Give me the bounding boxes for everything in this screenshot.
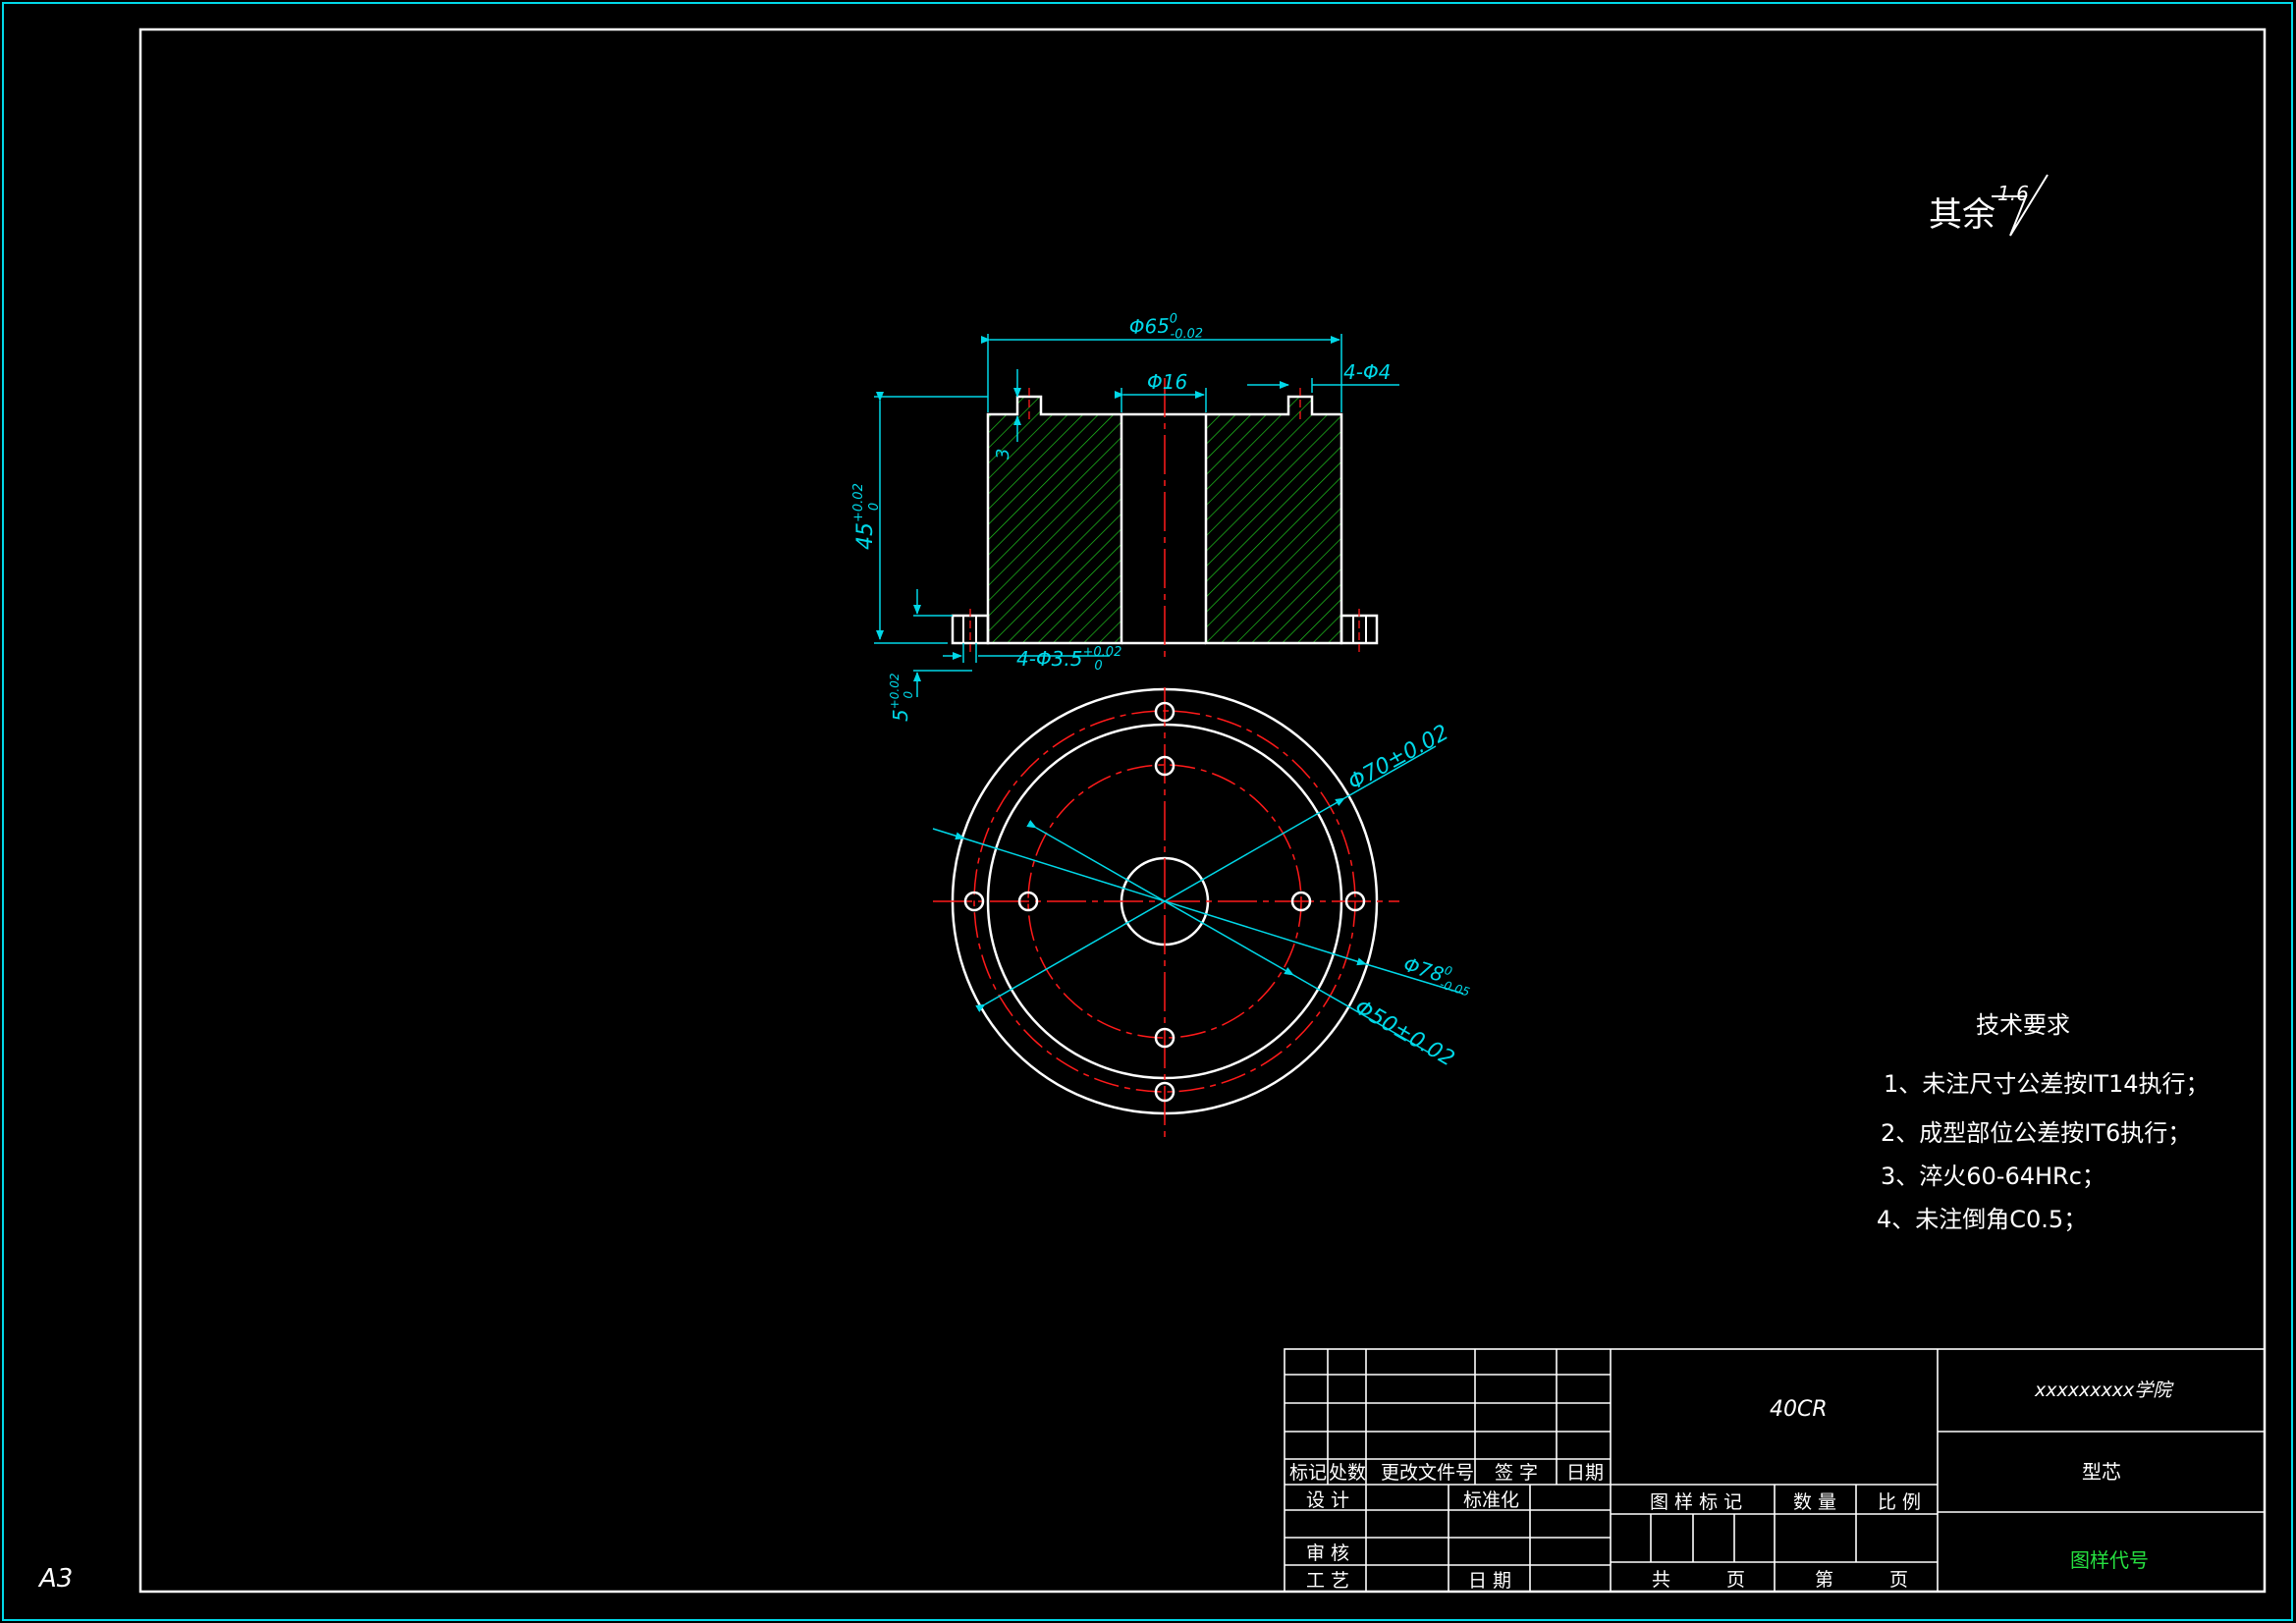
plan-view (933, 687, 1399, 1139)
sheet-size-label: A3 (37, 1564, 73, 1594)
hole-outer-bottom (1154, 1081, 1175, 1103)
hole-outer-top (1154, 701, 1175, 723)
section-view (951, 378, 1379, 663)
dim-slot-depth: 3 (993, 449, 1013, 460)
label-standard: 标准化 (1463, 1489, 1519, 1511)
rev-header-doc: 更改文件号 (1381, 1462, 1474, 1484)
tech-req-item-2: 2、成型部位公差按IT6执行； (1881, 1119, 2191, 1147)
hatched-body-right (1204, 395, 1343, 645)
surface-finish-value: 1.6 (1997, 182, 2029, 205)
technical-requirements: 技术要求 1、未注尺寸公差按IT14执行； 2、成型部位公差按IT6执行； 3、… (1877, 1011, 2210, 1233)
label-total-sheets: 共 页 (1652, 1569, 1745, 1591)
label-sheet-no: 第 页 (1815, 1569, 1908, 1591)
part-name: 型芯 (2082, 1460, 2121, 1484)
drawing-frame (138, 27, 2267, 1594)
revision-header-row: 标记 处数 更改文件号 签 字 日期 (1289, 1462, 1604, 1484)
hole-inner-bottom (1154, 1027, 1175, 1049)
roughness-symbol-icon (1992, 174, 2049, 237)
drawing-code: 图样代号 (2070, 1548, 2149, 1572)
rev-header-date: 日期 (1566, 1462, 1604, 1484)
plan-dimensions (932, 745, 1464, 1054)
title-block: 标记 处数 更改文件号 签 字 日期 设 计 标准化 审 核 工 艺 日 期 4… (1284, 1348, 2266, 1593)
dim-d50: Φ50±0.02 (1350, 996, 1458, 1072)
dim-d65: Φ650-0.02 (1128, 310, 1203, 344)
dim-d78: Φ780-0.05 (1399, 951, 1475, 1000)
label-review: 审 核 (1306, 1542, 1349, 1564)
label-sample-mark: 图 样 标 记 (1650, 1491, 1742, 1513)
dim-bore: Φ16 (1147, 370, 1187, 394)
section-dimensions (874, 334, 1399, 697)
rev-header-sign: 签 字 (1495, 1462, 1538, 1484)
rev-header-mark: 标记 (1289, 1462, 1327, 1484)
label-quantity: 数 量 (1793, 1491, 1836, 1513)
dim-line-d50 (1026, 820, 1294, 976)
dim-height: 45+0.020 (851, 483, 882, 550)
label-date: 日 期 (1468, 1570, 1511, 1592)
rev-header-count: 处数 (1329, 1462, 1366, 1484)
school-name: xxxxxxxxx学院 (2034, 1380, 2174, 1401)
label-scale: 比 例 (1878, 1491, 1921, 1513)
tech-req-item-4: 4、未注倒角C0.5； (1877, 1206, 2087, 1233)
hatched-body-left (986, 395, 1123, 645)
plan-dim-texts: Φ70±0.02 Φ780-0.05 Φ50±0.02 (1344, 721, 1475, 1072)
dim-d70: Φ70±0.02 (1344, 721, 1453, 796)
dim-flange-thickness: 5+0.020 (888, 673, 915, 722)
label-design: 设 计 (1306, 1489, 1349, 1511)
section-dim-texts: Φ650-0.02 4-Φ4 Φ16 45+0.020 3 4-Φ3.5+0.0… (851, 310, 1391, 722)
tech-req-title: 技术要求 (1976, 1011, 2070, 1039)
surface-finish-note: 其余 1.6 (1929, 174, 2049, 237)
tech-req-item-1: 1、未注尺寸公差按IT14执行； (1884, 1070, 2210, 1098)
surface-finish-prefix: 其余 (1929, 195, 1995, 235)
hole-inner-top (1154, 755, 1175, 777)
material: 40CR (1770, 1397, 1828, 1422)
tech-req-item-3: 3、淬火60-64HRc； (1881, 1163, 2105, 1190)
dim-holes-top: 4-Φ4 (1343, 360, 1391, 384)
label-process: 工 艺 (1306, 1570, 1349, 1592)
